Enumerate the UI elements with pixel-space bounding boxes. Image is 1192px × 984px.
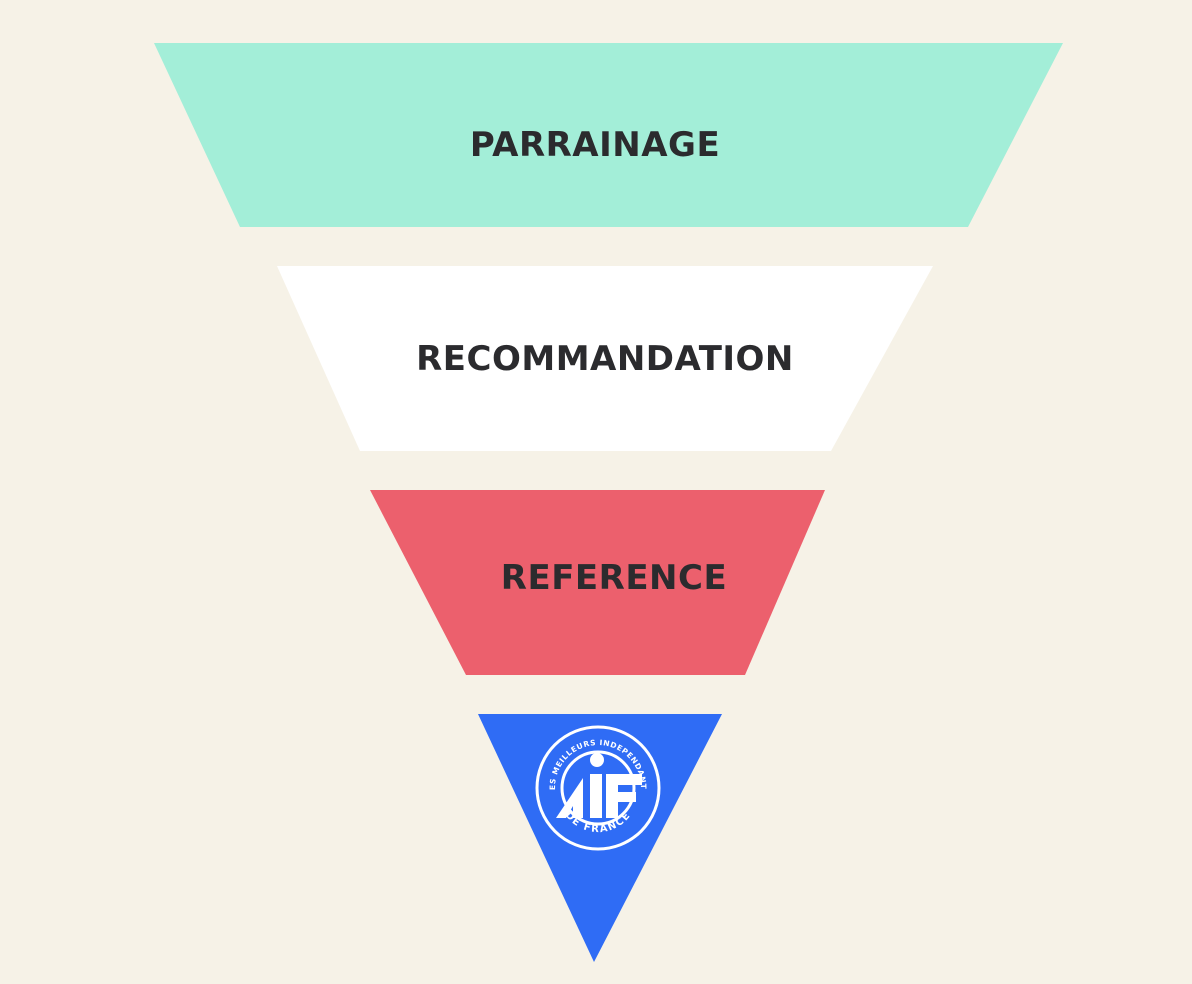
- logo-monogram: [556, 753, 642, 818]
- funnel-level-2-label: RECOMMANDATION: [416, 339, 794, 379]
- funnel-level-3-label: REFERENCE: [501, 558, 727, 598]
- funnel-level-1-label: PARRAINAGE: [470, 125, 720, 165]
- funnel-level-2: [277, 266, 933, 451]
- funnel-level-3: [370, 490, 825, 675]
- funnel-level-1: [154, 43, 1063, 227]
